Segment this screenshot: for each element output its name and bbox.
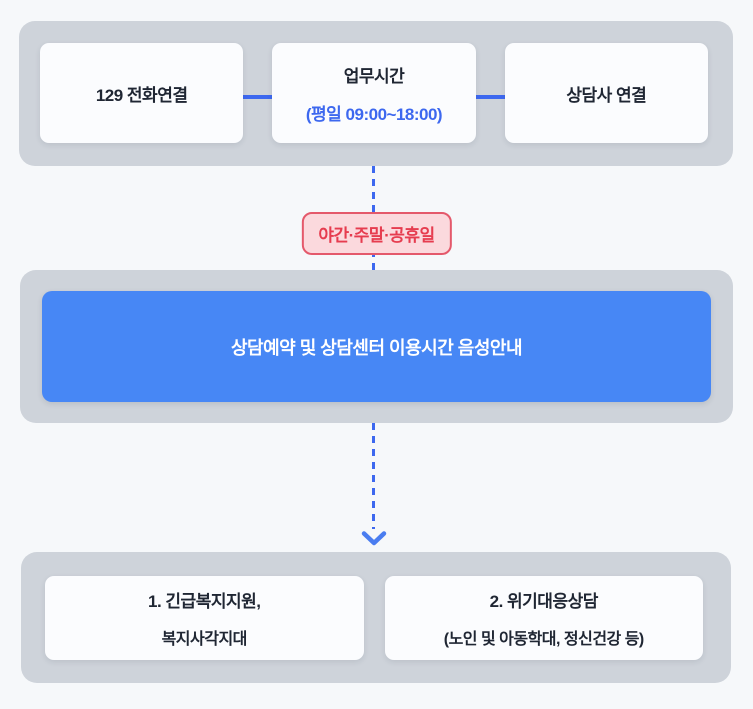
step-agent-title: 상담사 연결 (566, 85, 647, 105)
step-card-row: 129 전화연결 업무시간 (평일 09:00~18:00) 상담사 연결 (40, 43, 708, 143)
dashed-connector-bottom (372, 423, 375, 529)
service-1-line1: 1. 긴급복지지원, (148, 592, 261, 611)
step-hours-subtitle: (평일 09:00~18:00) (305, 104, 443, 124)
step-card-call: 129 전화연결 (40, 43, 244, 143)
service-1-line2: 복지사각지대 (161, 631, 248, 648)
service-2-line1: 2. 위기대응상담 (489, 592, 599, 611)
step-call-title: 129 전화연결 (95, 85, 188, 105)
service-card-crisis-counseling: 2. 위기대응상담 (노인 및 아동학대, 정신건강 등) (384, 576, 703, 660)
offhours-voice-panel: 상담예약 및 상담센터 이용시간 음성안내 (20, 270, 733, 423)
offhours-badge: 야간·주말·공휴일 (301, 212, 452, 255)
step-card-agent: 상담사 연결 (504, 43, 708, 143)
service-2-line2: (노인 및 아동학대, 정신건강 등) (443, 631, 645, 648)
chevron-down-icon (361, 531, 387, 546)
service-card-emergency-welfare: 1. 긴급복지지원, 복지사각지대 (45, 576, 364, 660)
weekday-flow-panel: 129 전화연결 업무시간 (평일 09:00~18:00) 상담사 연결 (19, 21, 733, 166)
step-card-hours: 업무시간 (평일 09:00~18:00) (272, 43, 476, 143)
service-card-row: 1. 긴급복지지원, 복지사각지대 2. 위기대응상담 (노인 및 아동학대, … (45, 576, 703, 660)
dashed-connector-top (372, 166, 375, 212)
step-hours-title: 업무시간 (343, 66, 405, 86)
voice-guide-button: 상담예약 및 상담센터 이용시간 음성안내 (42, 291, 711, 402)
dashed-connector-badge-bottom (372, 250, 375, 270)
offhours-services-panel: 1. 긴급복지지원, 복지사각지대 2. 위기대응상담 (노인 및 아동학대, … (21, 552, 731, 683)
